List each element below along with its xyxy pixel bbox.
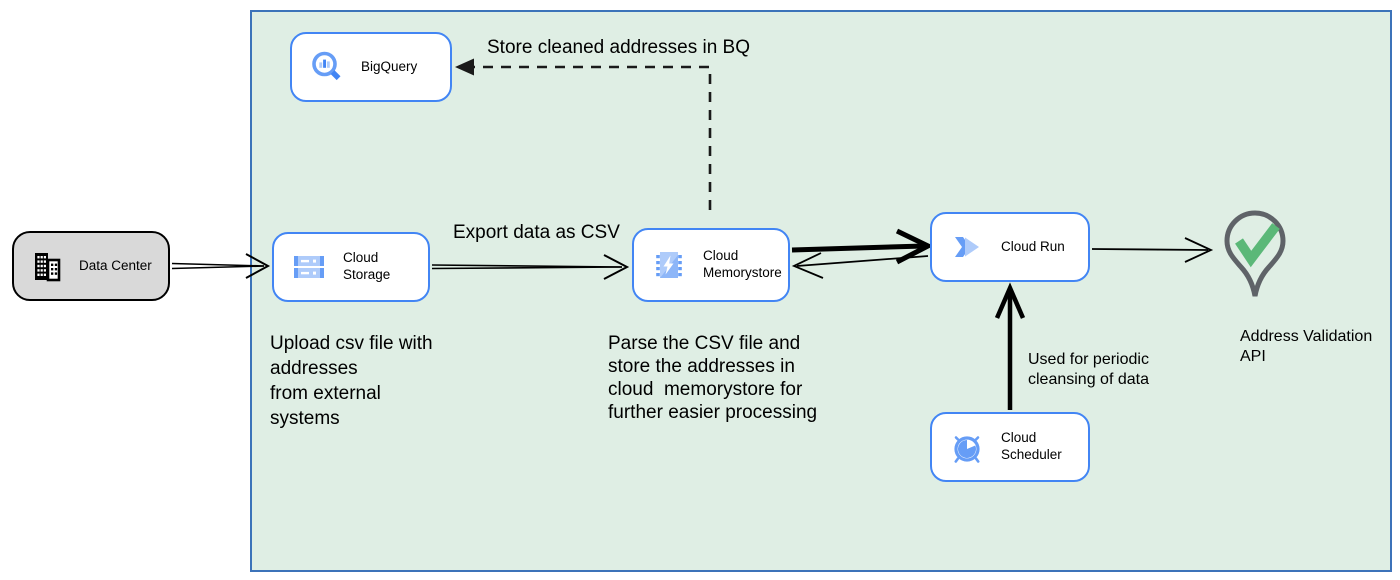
node-label: Cloud Storage xyxy=(343,250,391,282)
address-validation-pin xyxy=(1222,208,1290,311)
map-pin-check-icon xyxy=(1224,210,1286,297)
building-icon xyxy=(35,253,61,282)
note-periodic-cleansing: Used for periodic cleansing of data xyxy=(1028,351,1149,388)
node-data-center: Data Center xyxy=(12,231,170,301)
cloud-run-icon xyxy=(955,237,979,257)
node-cloud-run: Cloud Run xyxy=(930,212,1090,282)
memorystore-icon xyxy=(656,252,682,278)
note-store-cleaned-addresses: Store cleaned addresses in BQ xyxy=(487,37,750,58)
node-cloud-scheduler: Cloud Scheduler xyxy=(930,412,1090,482)
node-label: BigQuery xyxy=(361,58,418,74)
note-parse-csv: Parse the CSV file and store the address… xyxy=(608,333,818,423)
node-label: Cloud Scheduler xyxy=(1001,430,1062,462)
node-cloud-storage: Cloud Storage xyxy=(272,232,430,302)
note-upload-csv: Upload csv file with addresses from exte… xyxy=(270,333,433,429)
gcp-boundary-box xyxy=(250,10,1392,572)
node-label: Cloud Memorystore xyxy=(703,248,782,280)
node-label: Cloud Run xyxy=(1001,238,1065,254)
cloud-scheduler-icon xyxy=(954,436,980,463)
node-cloud-memorystore: Cloud Memorystore xyxy=(632,228,790,302)
note-address-validation-api: Address Validation API xyxy=(1240,328,1373,365)
cloud-storage-icon xyxy=(294,256,324,278)
node-bigquery: BigQuery xyxy=(290,32,452,102)
bigquery-icon xyxy=(312,51,341,81)
node-label: Data Center xyxy=(79,257,152,273)
note-export-data-csv: Export data as CSV xyxy=(453,222,620,243)
